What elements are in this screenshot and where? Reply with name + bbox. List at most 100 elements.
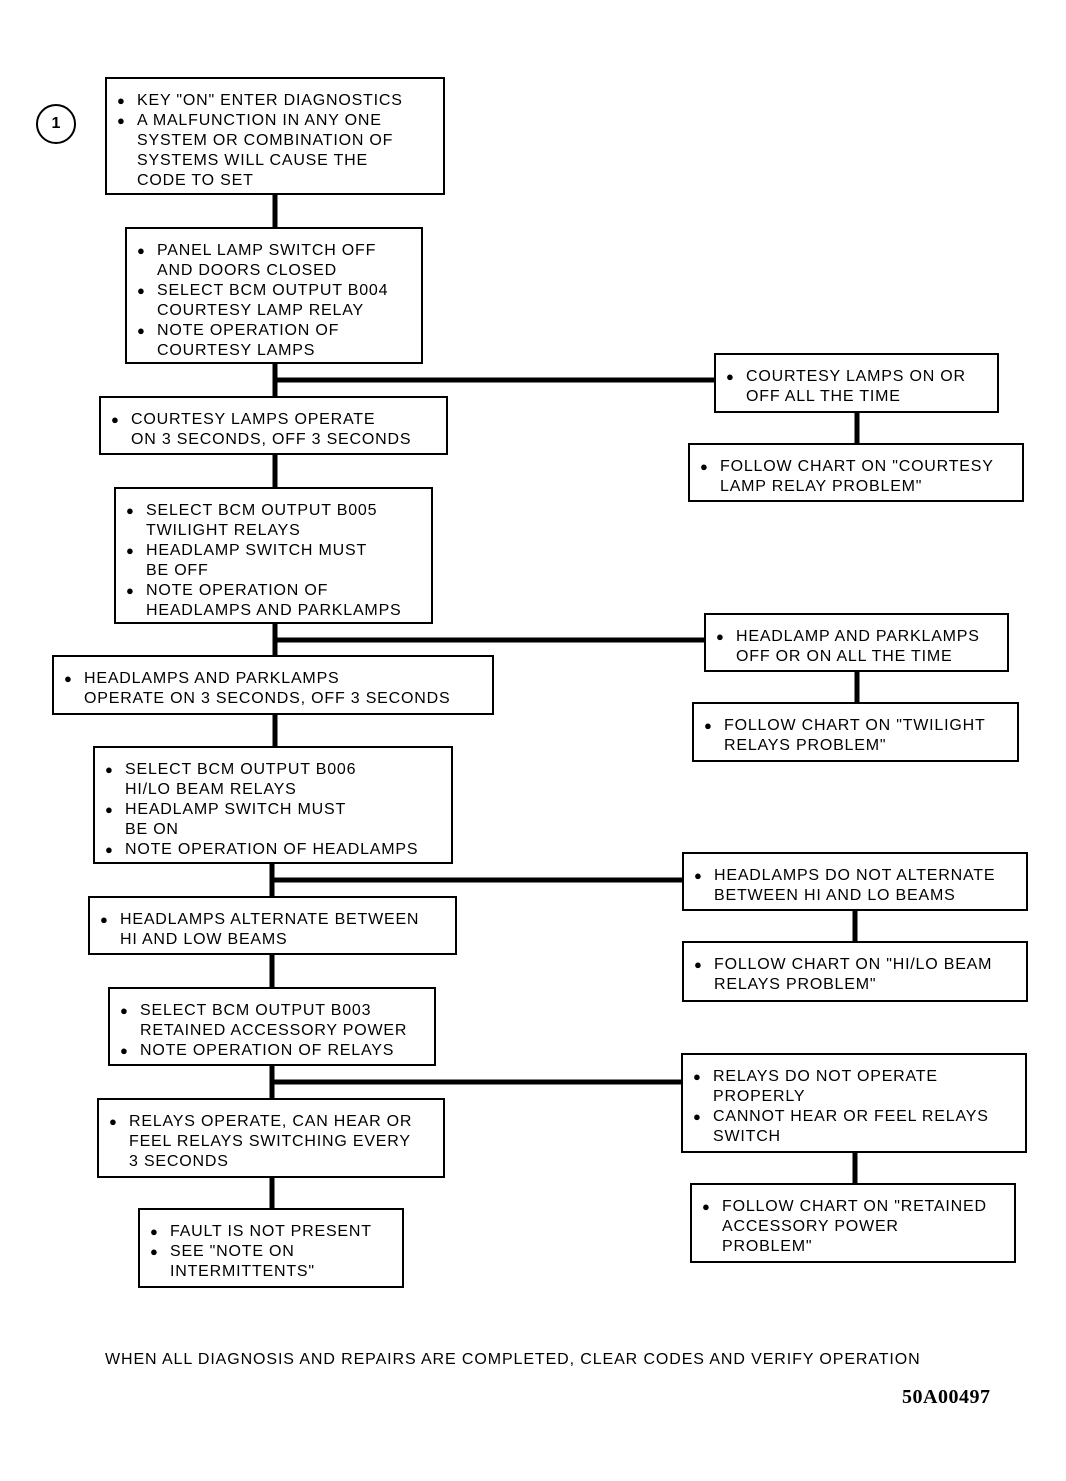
bullet-line: RELAYS PROBLEM" xyxy=(724,737,887,754)
bullet-line: CODE TO SET xyxy=(137,172,254,189)
bullet-line: RETAINED ACCESSORY POWER xyxy=(140,1022,408,1039)
bullet-line: HEADLAMPS DO NOT ALTERNATE xyxy=(714,867,996,884)
bullet-item: NOTE OPERATION OF HEADLAMPS AND PARKLAMPS xyxy=(126,581,423,621)
bullet-item: COURTESY LAMPS OPERATE ON 3 SECONDS, OFF … xyxy=(111,410,438,450)
bullet-line: FEEL RELAYS SWITCHING EVERY xyxy=(129,1133,411,1150)
bullet-item: KEY "ON" ENTER DIAGNOSTICS xyxy=(117,91,435,111)
bullet-item: RELAYS DO NOT OPERATE PROPERLY xyxy=(693,1067,1017,1107)
bullet-line: HEADLAMPS AND PARKLAMPS xyxy=(84,670,340,687)
bullet-line: KEY "ON" ENTER DIAGNOSTICS xyxy=(137,92,403,109)
bullet-line: SWITCH xyxy=(713,1128,781,1145)
result-relays-operate: RELAYS OPERATE, CAN HEAR OR FEEL RELAYS S… xyxy=(97,1098,445,1178)
result-headlamps-parklamps-operate: HEADLAMPS AND PARKLAMPS OPERATE ON 3 SECO… xyxy=(52,655,494,715)
bullet-line: SEE "NOTE ON xyxy=(170,1243,295,1260)
bullet-line: SYSTEMS WILL CAUSE THE xyxy=(137,152,368,169)
fault-headlamps-not-alternate: HEADLAMPS DO NOT ALTERNATE BETWEEN HI AND… xyxy=(682,852,1028,911)
bullet-item: FAULT IS NOT PRESENT xyxy=(150,1222,394,1242)
bullet-line: INTERMITTENTS" xyxy=(170,1263,315,1280)
bullet-line: BE ON xyxy=(125,821,179,838)
bullet-line: SYSTEM OR COMBINATION OF xyxy=(137,132,394,149)
bullet-line: CANNOT HEAR OR FEEL RELAYS xyxy=(713,1108,989,1125)
bullet-item: HEADLAMPS ALTERNATE BETWEEN HI AND LOW BE… xyxy=(100,910,447,950)
bullet-line: FAULT IS NOT PRESENT xyxy=(170,1223,372,1240)
bullet-line: PROPERLY xyxy=(713,1088,806,1105)
bullet-line: AND DOORS CLOSED xyxy=(157,262,337,279)
step-enter-diagnostics: KEY "ON" ENTER DIAGNOSTICS A MALFUNCTION … xyxy=(105,77,445,195)
bullet-line: RELAYS DO NOT OPERATE xyxy=(713,1068,938,1085)
bullet-line: BETWEEN HI AND LO BEAMS xyxy=(714,887,956,904)
bullet-line: ON 3 SECONDS, OFF 3 SECONDS xyxy=(131,431,412,448)
bullet-line: RELAYS PROBLEM" xyxy=(714,976,877,993)
bullet-item: HEADLAMP AND PARKLAMPS OFF OR ON ALL THE … xyxy=(716,627,999,667)
bullet-line: LAMP RELAY PROBLEM" xyxy=(720,478,923,495)
step-select-b004: PANEL LAMP SWITCH OFF AND DOORS CLOSED SEL… xyxy=(125,227,423,364)
bullet-item: NOTE OPERATION OF HEADLAMPS xyxy=(105,840,443,860)
bullet-line: NOTE OPERATION OF xyxy=(157,322,340,339)
bullet-item: NOTE OPERATION OF COURTESY LAMPS xyxy=(137,321,413,361)
bullet-item: FOLLOW CHART ON "HI/LO BEAM RELAYS PROBLE… xyxy=(694,955,1018,995)
bullet-line: SELECT BCM OUTPUT B004 xyxy=(157,282,389,299)
bullet-line: SELECT BCM OUTPUT B003 xyxy=(140,1002,372,1019)
bullet-item: HEADLAMPS DO NOT ALTERNATE BETWEEN HI AND… xyxy=(694,866,1018,906)
bullet-item: CANNOT HEAR OR FEEL RELAYS SWITCH xyxy=(693,1107,1017,1147)
bullet-line: HEADLAMPS ALTERNATE BETWEEN xyxy=(120,911,420,928)
bullet-line: OPERATE ON 3 SECONDS, OFF 3 SECONDS xyxy=(84,690,451,707)
bullet-line: HEADLAMP SWITCH MUST xyxy=(125,801,347,818)
bullet-line: PROBLEM" xyxy=(722,1238,813,1255)
bullet-line: NOTE OPERATION OF HEADLAMPS xyxy=(125,841,419,858)
bullet-line: 3 SECONDS xyxy=(129,1153,229,1170)
bullet-line: COURTESY LAMP RELAY xyxy=(157,302,364,319)
bullet-line: HEADLAMPS AND PARKLAMPS xyxy=(146,602,402,619)
figure-id: 50A00497 xyxy=(902,1386,991,1408)
bullet-line: COURTESY LAMPS OPERATE xyxy=(131,411,376,428)
bullet-item: HEADLAMP SWITCH MUST BE ON xyxy=(105,800,443,840)
bullet-item: NOTE OPERATION OF RELAYS xyxy=(120,1041,426,1061)
bullet-line: NOTE OPERATION OF RELAYS xyxy=(140,1042,395,1059)
bullet-line: ACCESSORY POWER xyxy=(722,1218,899,1235)
bullet-line: HI AND LOW BEAMS xyxy=(120,931,288,948)
bullet-line: HEADLAMP AND PARKLAMPS xyxy=(736,628,980,645)
bullet-line: BE OFF xyxy=(146,562,209,579)
fault-headlamps-parklamps-stuck: HEADLAMP AND PARKLAMPS OFF OR ON ALL THE … xyxy=(704,613,1009,672)
bullet-line: HEADLAMP SWITCH MUST xyxy=(146,542,368,559)
bullet-line: NOTE OPERATION OF xyxy=(146,582,329,599)
bullet-line: FOLLOW CHART ON "HI/LO BEAM xyxy=(714,956,993,973)
bullet-line: SELECT BCM OUTPUT B006 xyxy=(125,761,357,778)
bullet-line: HI/LO BEAM RELAYS xyxy=(125,781,297,798)
bullet-item: HEADLAMP SWITCH MUST BE OFF xyxy=(126,541,423,581)
bullet-item: HEADLAMPS AND PARKLAMPS OPERATE ON 3 SECO… xyxy=(64,669,484,709)
fault-relays-not-operate: RELAYS DO NOT OPERATE PROPERLY CANNOT HEAR… xyxy=(681,1053,1027,1153)
fault-courtesy-lamps-stuck: COURTESY LAMPS ON OR OFF ALL THE TIME xyxy=(714,353,999,413)
bullet-item: FOLLOW CHART ON "RETAINED ACCESSORY POWER… xyxy=(702,1197,1006,1257)
bullet-line: SELECT BCM OUTPUT B005 xyxy=(146,502,378,519)
bullet-line: FOLLOW CHART ON "TWILIGHT xyxy=(724,717,986,734)
result-fault-not-present: FAULT IS NOT PRESENT SEE "NOTE ON INTERMIT… xyxy=(138,1208,404,1288)
bullet-line: COURTESY LAMPS ON OR xyxy=(746,368,966,385)
action-hilo-chart: FOLLOW CHART ON "HI/LO BEAM RELAYS PROBLE… xyxy=(682,941,1028,1002)
bullet-item: RELAYS OPERATE, CAN HEAR OR FEEL RELAYS S… xyxy=(109,1112,435,1172)
bullet-line: RELAYS OPERATE, CAN HEAR OR xyxy=(129,1113,413,1130)
bullet-line: OFF ALL THE TIME xyxy=(746,388,901,405)
bullet-line: TWILIGHT RELAYS xyxy=(146,522,301,539)
footer-note: WHEN ALL DIAGNOSIS AND REPAIRS ARE COMPL… xyxy=(105,1351,921,1368)
bullet-line: OFF OR ON ALL THE TIME xyxy=(736,648,953,665)
result-courtesy-lamps-operate: COURTESY LAMPS OPERATE ON 3 SECONDS, OFF … xyxy=(99,396,448,455)
bullet-item: PANEL LAMP SWITCH OFF AND DOORS CLOSED xyxy=(137,241,413,281)
bullet-item: FOLLOW CHART ON "TWILIGHT RELAYS PROBLEM" xyxy=(704,716,1009,756)
bullet-item: SEE "NOTE ON INTERMITTENTS" xyxy=(150,1242,394,1282)
bullet-line: COURTESY LAMPS xyxy=(157,342,316,359)
action-retained-power-chart: FOLLOW CHART ON "RETAINED ACCESSORY POWER… xyxy=(690,1183,1016,1263)
bullet-line: FOLLOW CHART ON "RETAINED xyxy=(722,1198,987,1215)
bullet-line: PANEL LAMP SWITCH OFF xyxy=(157,242,377,259)
